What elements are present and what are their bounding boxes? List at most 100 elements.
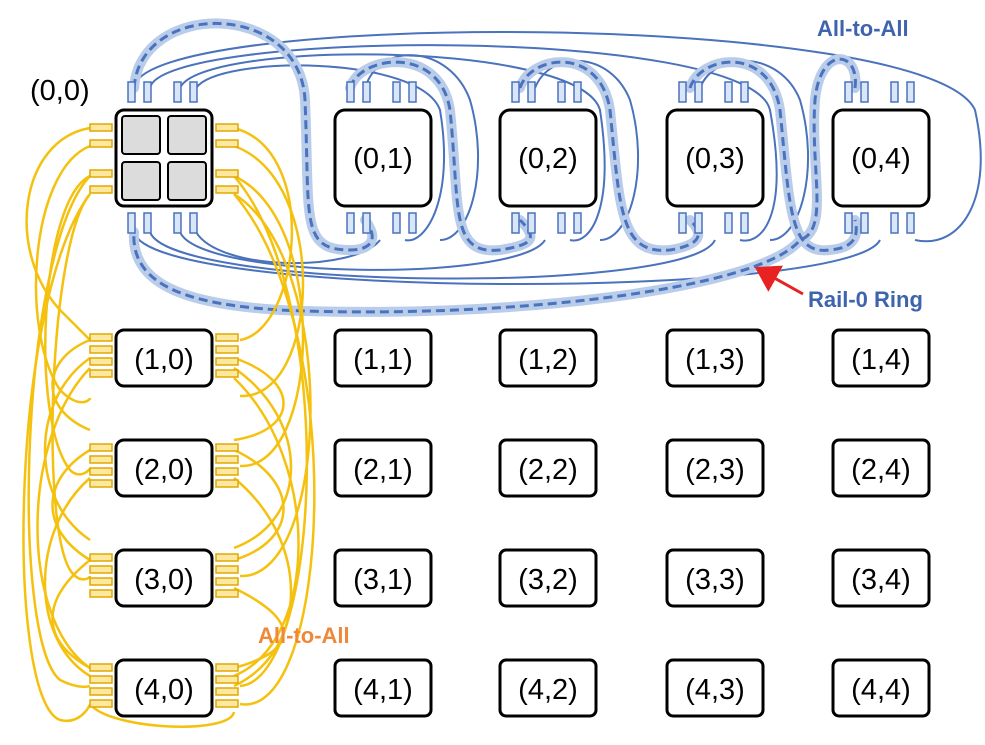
node-label-3-2: (3,2) [518,564,578,596]
port-right-4 [215,663,239,672]
port-left-2 [89,479,113,488]
port-right-2 [215,443,239,452]
port-top-2 [573,81,582,103]
node-label-2-0: (2,0) [134,454,194,486]
node-0-3: (0,3) [665,108,765,208]
node-1-1: (1,1) [333,328,433,388]
rail-ring-label: Rail-0 Ring [808,287,923,312]
port-bottom-4 [860,212,869,234]
port-left-1 [89,369,113,378]
port-right-3 [215,589,239,598]
node-label-1-3: (1,3) [685,344,745,376]
port-bottom-2 [527,212,536,234]
node-3-4: (3,4) [831,548,931,608]
node-4-4: (4,4) [831,658,931,718]
port-left-4 [89,663,113,672]
port-top-3 [740,81,749,103]
port-bottom-4 [906,212,915,234]
port-left-0 [89,139,113,148]
node-1-2: (1,2) [498,328,598,388]
port-top-3 [678,81,687,103]
top-all-to-all-label: All-to-All [817,16,909,41]
port-left-3 [89,565,113,574]
node-0-0: (0,0) [30,75,214,208]
node-label-4-2: (4,2) [518,674,578,706]
node-4-1: (4,1) [333,658,433,718]
node-4-0: (4,0) [114,658,214,718]
left-all-to-all-label: All-to-All [258,623,350,648]
port-left-4 [89,699,113,708]
port-bottom-4 [844,212,853,234]
port-bottom-0 [189,212,198,234]
node-label-4-1: (4,1) [353,674,413,706]
node-label-2-3: (2,3) [685,454,745,486]
port-top-4 [844,81,853,103]
port-right-4 [215,675,239,684]
node-label-0-1: (0,1) [353,143,413,175]
node-0-2: (0,2) [498,108,598,208]
node-1-4: (1,4) [831,328,931,388]
port-right-1 [215,345,239,354]
node-label-0-2: (0,2) [518,143,578,175]
node-2-2: (2,2) [498,438,598,498]
port-left-1 [89,333,113,342]
port-left-2 [89,443,113,452]
port-top-4 [860,81,869,103]
port-right-3 [215,577,239,586]
port-right-0 [215,185,239,194]
node-label-1-0: (1,0) [134,344,194,376]
node-4-3: (4,3) [665,658,765,718]
port-right-4 [215,687,239,696]
port-bottom-1 [408,212,417,234]
node-label-1-4: (1,4) [851,344,911,376]
port-bottom-3 [740,212,749,234]
port-bottom-1 [392,212,401,234]
port-top-2 [557,81,566,103]
node-label-4-0: (4,0) [134,674,194,706]
node-3-2: (3,2) [498,548,598,608]
port-bottom-3 [694,212,703,234]
port-top-1 [346,81,355,103]
port-right-0 [215,123,239,132]
node-3-1: (3,1) [333,548,433,608]
port-left-3 [89,577,113,586]
port-bottom-3 [678,212,687,234]
port-right-2 [215,455,239,464]
node-label-1-2: (1,2) [518,344,578,376]
port-bottom-0 [143,212,152,234]
port-bottom-2 [573,212,582,234]
port-left-1 [89,357,113,366]
port-bottom-2 [557,212,566,234]
port-right-4 [215,699,239,708]
port-right-2 [215,467,239,476]
port-bottom-1 [362,212,371,234]
node-1-0: (1,0) [114,328,214,388]
node-0-4: (0,4) [831,108,931,208]
port-left-3 [89,589,113,598]
node-2-3: (2,3) [665,438,765,498]
port-right-3 [215,553,239,562]
node-2-4: (2,4) [831,438,931,498]
port-right-3 [215,565,239,574]
port-left-0 [89,123,113,132]
port-left-4 [89,687,113,696]
port-bottom-4 [890,212,899,234]
node-label-0-0: (0,0) [30,75,90,107]
port-left-0 [89,185,113,194]
port-left-4 [89,675,113,684]
port-right-0 [215,169,239,178]
node-label-1-1: (1,1) [353,344,413,376]
node-3-3: (3,3) [665,548,765,608]
node-label-4-3: (4,3) [685,674,745,706]
port-top-4 [906,81,915,103]
port-right-2 [215,479,239,488]
port-left-0 [89,169,113,178]
port-top-1 [392,81,401,103]
port-top-2 [511,81,520,103]
port-bottom-1 [346,212,355,234]
node-3-0: (3,0) [114,548,214,608]
node-2-0: (2,0) [114,438,214,498]
port-top-0 [173,81,182,103]
node-2-1: (2,1) [333,438,433,498]
